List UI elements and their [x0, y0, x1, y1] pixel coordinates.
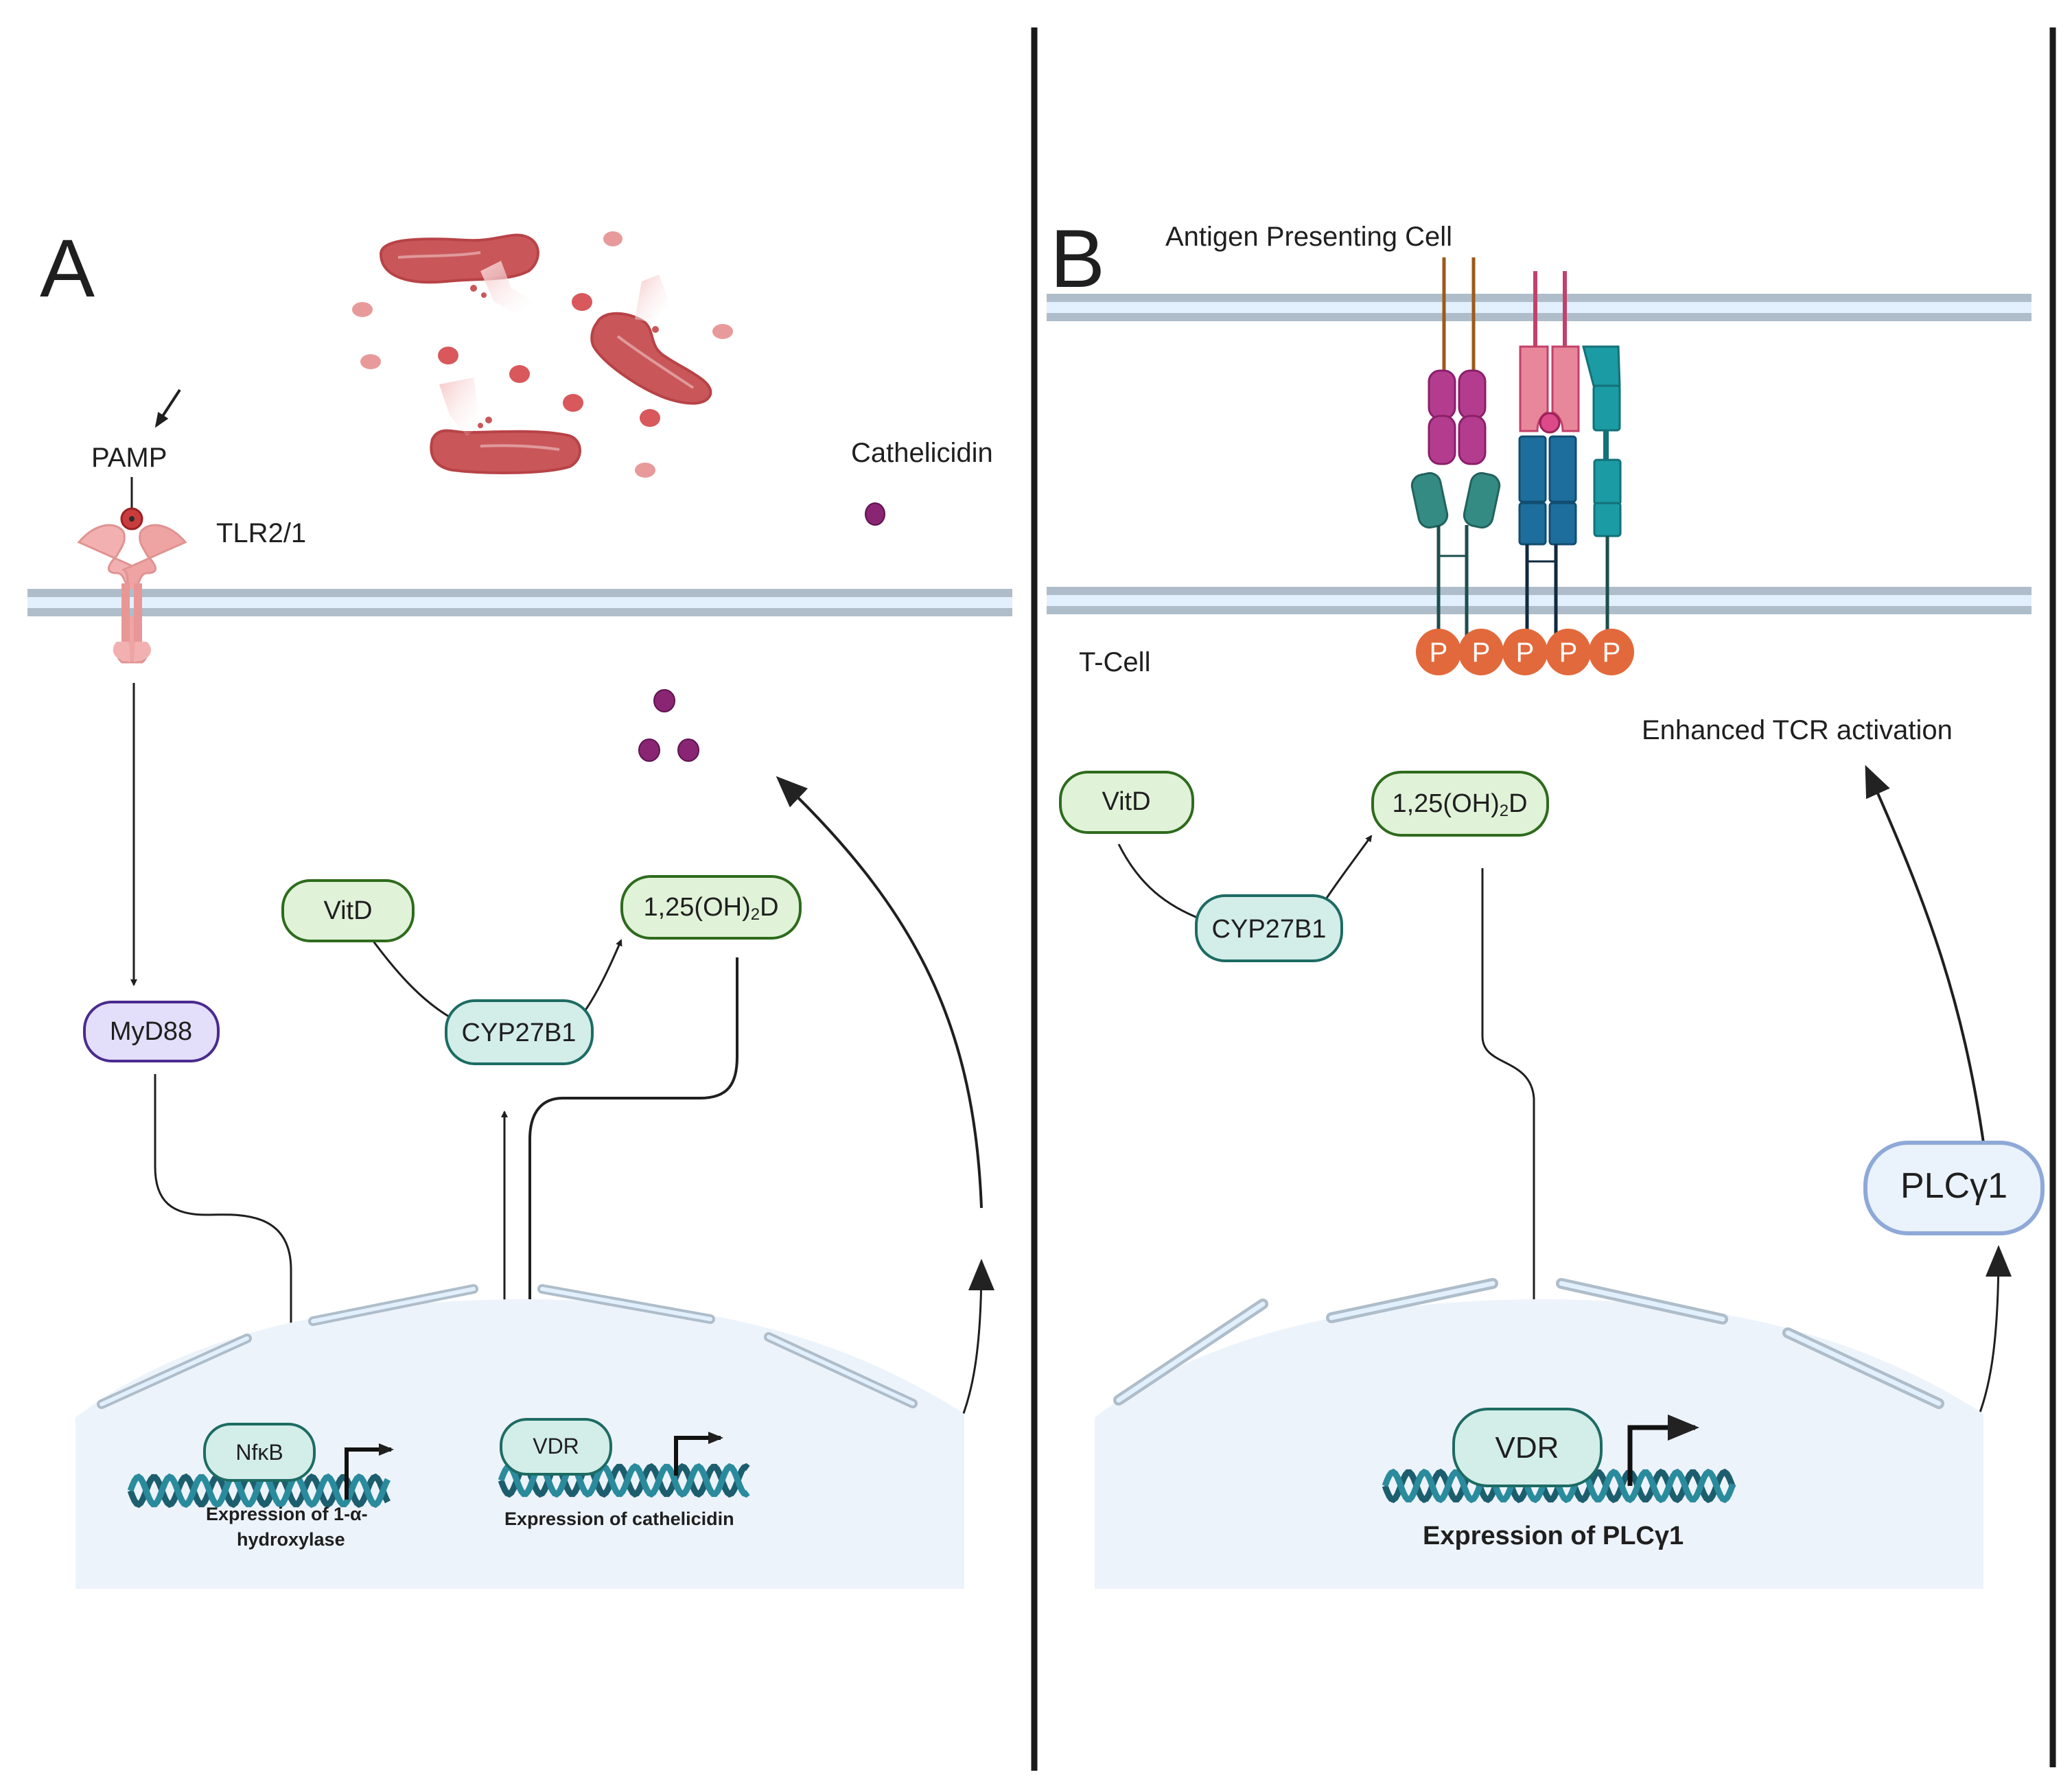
svg-text:VitD: VitD: [1102, 787, 1150, 816]
dna-strand: [127, 1473, 391, 1509]
phospho-group: [1502, 629, 1548, 675]
node-vdr-b[interactable]: VDR: [1452, 1408, 1603, 1487]
node-vitd-b[interactable]: VitD: [1059, 771, 1194, 834]
arrow-cyp27b1-to-calcitriol-b: [1325, 835, 1373, 900]
promoter-arrow-hydroxylase: [345, 1443, 394, 1500]
svg-text:PLCγ1: PLCγ1: [1900, 1166, 2007, 1206]
phospho-label: P: [1430, 638, 1448, 668]
promoter-arrow-plcg1: [1627, 1415, 1699, 1486]
node-nfkb[interactable]: NfκB: [203, 1423, 316, 1482]
promoter-arrow-cathelicidin: [674, 1432, 723, 1476]
phospho-group: [1416, 629, 1461, 675]
arrow-to-cathelicidin-secretion: [776, 776, 983, 1209]
svg-text:CYP27B1: CYP27B1: [462, 1019, 577, 1047]
arrow-myd88-to-nfkb: [154, 1074, 294, 1426]
phospho-label: P: [1559, 638, 1578, 668]
arrow-vitd-to-cyp27b1: [371, 940, 461, 1024]
svg-text:1,25(OH)2D: 1,25(OH)2D: [643, 893, 778, 924]
expression-plcg1: Expression of PLCγ1: [1423, 1522, 1684, 1550]
apc-membrane: [1047, 294, 2032, 321]
bacterium-3: [430, 377, 581, 474]
arrow-cyp27b1-to-calcitriol: [579, 939, 622, 1019]
node-calcitriol-a[interactable]: 1,25(OH)2D: [620, 875, 802, 940]
node-plcg1[interactable]: PLCγ1: [1863, 1141, 2045, 1235]
lysed-bacteria: [352, 231, 733, 478]
node-vdr-a[interactable]: VDR: [500, 1418, 612, 1476]
outcome-label: Enhanced TCR activation: [1642, 715, 1953, 745]
node-cyp27b1-a[interactable]: CYP27B1: [445, 999, 594, 1065]
panel-a-label: A: [40, 222, 95, 314]
pamp-incoming-arrow: [154, 388, 181, 428]
node-calcitriol-b[interactable]: 1,25(OH)2D: [1371, 771, 1549, 837]
apc-label: Antigen Presenting Cell: [1165, 222, 1452, 252]
svg-text:VDR: VDR: [1495, 1431, 1559, 1465]
svg-text:1,25(OH)2D: 1,25(OH)2D: [1392, 789, 1527, 820]
expression-cathelicidin: Expression of cathelicidin: [504, 1509, 734, 1529]
phospho-label: P: [1603, 638, 1621, 668]
arrow-plcg1-to-tcr: [1865, 765, 1985, 1143]
cathelicidin-dot-legend: [865, 502, 885, 526]
pamp-label: PAMP: [91, 443, 167, 473]
tlr2-1-receptor: [77, 507, 187, 664]
bacterium-2: [590, 275, 712, 405]
panel-b: B Antigen Presenting Cell: [1047, 213, 2032, 1589]
expression-hydroxylase-line2: hydroxylase: [237, 1529, 345, 1550]
svg-text:MyD88: MyD88: [110, 1017, 192, 1046]
node-vitd-a[interactable]: VitD: [281, 879, 415, 942]
cell-membrane-a: [27, 589, 1012, 616]
secreted-cathelicidin: [638, 689, 699, 762]
phospho-label: P: [1472, 638, 1491, 668]
expression-hydroxylase-line1: Expression of 1-α-: [206, 1504, 368, 1524]
svg-text:NfκB: NfκB: [235, 1440, 283, 1465]
svg-text:VitD: VitD: [323, 896, 372, 925]
svg-text:CYP27B1: CYP27B1: [1212, 915, 1327, 944]
tlr2-1-label: TLR2/1: [216, 518, 306, 548]
phospho-group: [1458, 629, 1504, 675]
svg-text:VDR: VDR: [533, 1434, 579, 1458]
bacterial-debris: [352, 231, 733, 478]
node-myd88[interactable]: MyD88: [83, 1001, 220, 1062]
phospho-label: P: [1516, 638, 1535, 668]
panel-b-label: B: [1050, 213, 1105, 305]
cathelicidin-label: Cathelicidin: [851, 438, 993, 468]
tcell-membrane: [1047, 587, 2032, 614]
panel-a: A: [27, 222, 1012, 1589]
phospho-group: [1546, 629, 1591, 675]
bacterium-1: [379, 233, 539, 316]
arrow-calcitriol-to-vdr: [526, 957, 738, 1377]
tcell-label: T-Cell: [1079, 647, 1150, 677]
node-cyp27b1-b[interactable]: CYP27B1: [1195, 894, 1343, 962]
arrow-vitd-to-cyp27b1-b: [1117, 843, 1203, 921]
arrow-calcitriol-to-vdr-b: [1481, 868, 1537, 1364]
phospho-group: [1589, 629, 1634, 675]
